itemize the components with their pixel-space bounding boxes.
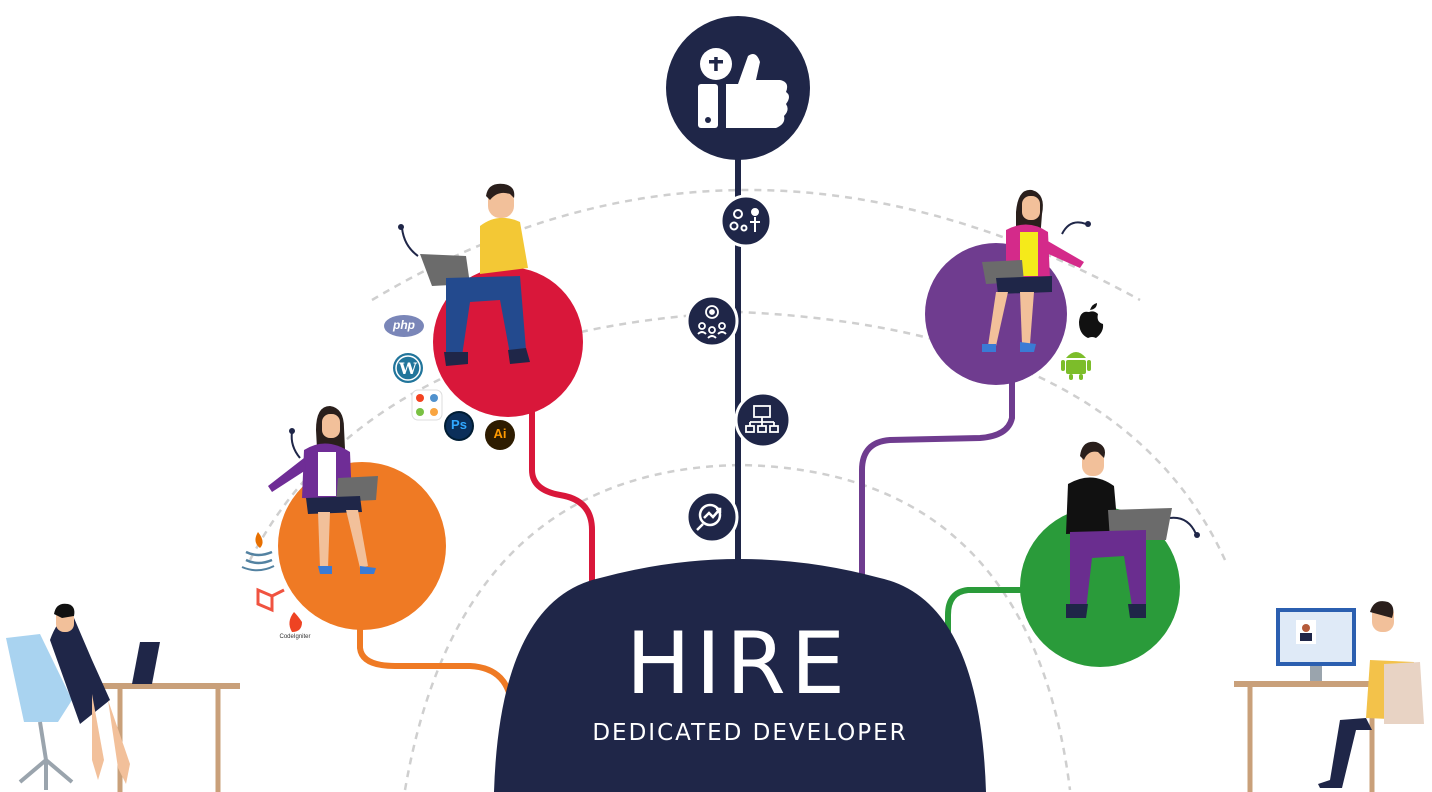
green-connector [945, 587, 1033, 688]
android-logo [1061, 352, 1091, 380]
wordpress-logo: W [393, 353, 423, 383]
timeline-step-3 [734, 391, 792, 449]
developer-pink-jacket [982, 189, 1091, 352]
timeline-step-4-label: P [742, 504, 751, 519]
svg-text:W: W [398, 359, 418, 378]
php-logo [384, 315, 424, 337]
top-badge [666, 16, 810, 160]
thumbs-up-plus-icon [698, 48, 789, 128]
network-diagram-icon [745, 405, 779, 433]
developer-purple-jacket [268, 406, 378, 574]
joomla-logo [411, 389, 443, 421]
timeline-step-2-label: Mana [750, 318, 783, 333]
inner-arc [403, 463, 1072, 791]
illustrator-logo-label: Ai [493, 426, 507, 441]
hire-dome [494, 559, 986, 792]
hire-title: HIRE [625, 614, 851, 714]
orange-connector [357, 619, 515, 713]
timeline-step-2 [685, 294, 739, 348]
timeline-step-1 [719, 194, 773, 248]
java-logo [241, 532, 275, 572]
laravel-logo [256, 587, 285, 613]
illustrator-logo [485, 420, 515, 450]
codeigniter-logo [289, 612, 302, 632]
developer-black-shirt [1066, 441, 1200, 618]
developer-yellow-shirt [398, 183, 530, 366]
red-connector [529, 397, 595, 613]
timeline-step-4 [685, 490, 739, 544]
photoshop-logo-label: Ps [451, 417, 467, 432]
php-logo-label: php [393, 318, 415, 332]
search-growth-icon [696, 503, 722, 531]
team-network-icon [697, 305, 727, 339]
photoshop-logo [444, 411, 474, 441]
woman-at-desk [6, 603, 240, 792]
hire-subtitle: DEDICATED DEVELOPER [592, 720, 908, 746]
codeigniter-logo-label: CodeIgniter [279, 634, 311, 640]
apple-logo [1079, 303, 1104, 338]
gears-person-icon [729, 208, 760, 232]
purple-connector [859, 367, 1015, 593]
man-at-computer [1234, 601, 1424, 792]
